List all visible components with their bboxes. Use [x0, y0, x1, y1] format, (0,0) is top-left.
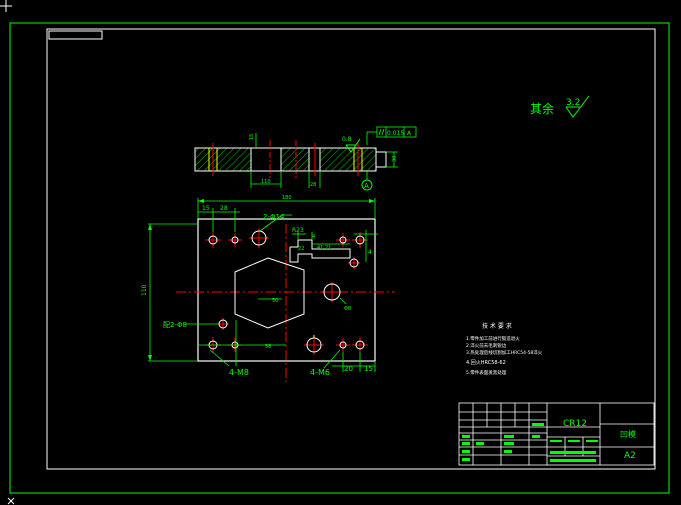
section-dim-h: 30 — [392, 156, 398, 162]
plan-centerlines — [176, 224, 395, 382]
plan-bore-small: Φ8 — [344, 306, 351, 312]
tolerance-value: 0.015 — [387, 130, 404, 137]
section-hatch-left — [194, 147, 252, 172]
section-roughness-value: 0.8 — [342, 136, 352, 143]
tech-note-5: 5.零件表面发黑处理 — [466, 369, 507, 376]
plan-bottom-dim: 58 — [265, 344, 271, 350]
title-part-name: 凹模 — [620, 429, 636, 439]
section-dim-a: 110 — [261, 179, 271, 185]
plan-bore-dim: R23 — [292, 227, 304, 234]
plan-height-dim: 110 — [141, 284, 148, 296]
parallel-symbol-icon — [378, 128, 385, 136]
plan-hole-callout: 2-Φ14 — [263, 213, 285, 221]
section-dim-left: 15 — [249, 134, 255, 140]
section-hatch-mid — [280, 147, 310, 172]
tech-note-4: 4.回火HRC58-62 — [466, 360, 506, 366]
plan-inner-dim: 50 — [272, 298, 278, 304]
plan-pin-callout: 配2-Φ8 — [163, 321, 187, 329]
inner-border — [46, 28, 656, 470]
title-sheet-size: A2 — [624, 451, 636, 461]
plan-top-left-b: 28 — [220, 205, 228, 212]
datum-letter: A — [364, 182, 369, 190]
title-material: CR12 — [563, 419, 587, 429]
ucs-axis-icon — [7, 497, 15, 505]
plan-top-left-a: 15 — [202, 205, 210, 212]
corner-tag-box — [48, 30, 103, 40]
section-roughness-icon — [345, 138, 361, 153]
title-block-labels — [462, 423, 598, 462]
tolerance-datum: A — [407, 130, 412, 137]
section-view: 110 28 30 15 0.8 0.015 A A — [194, 126, 417, 191]
roughness-symbol-icon — [565, 95, 590, 118]
plan-bottom-right-a: 20 — [344, 365, 353, 373]
tech-notes-title: 技 术 要 求 — [482, 322, 512, 330]
section-hatch-right — [319, 147, 377, 172]
section-centerlines — [212, 140, 359, 178]
plan-thread-right: 4-M6 — [310, 368, 330, 377]
hex-cavity — [234, 257, 305, 329]
plan-top-width: 180 — [282, 195, 292, 201]
plan-side-dim: 4 — [368, 249, 372, 256]
plan-bottom-right-b: 15 — [364, 365, 373, 373]
plan-step-c: 22 — [298, 246, 304, 252]
cursor-crosshair-icon — [0, 0, 12, 12]
tech-notes: 技 术 要 求 1.零件加工前进行锻造退火 2.淬火前去毛刺锐边 3.热处理后线… — [466, 322, 543, 376]
datum-circle — [361, 179, 373, 191]
plan-step-b: 41.21 — [317, 245, 331, 251]
tech-note-1: 1.零件加工前进行锻造退火 — [466, 335, 520, 342]
tech-note-3: 3.热处理后线切割加工HRC54-58淬火 — [466, 349, 543, 356]
roughness-value: 3.2 — [566, 98, 580, 108]
tolerance-frame — [376, 126, 417, 138]
plate-outline — [197, 218, 376, 362]
section-step — [375, 151, 387, 168]
plan-thread-left: 4-M8 — [229, 368, 249, 377]
plan-step-a: 4 — [312, 234, 315, 240]
roughness-label: 其余 — [530, 101, 554, 116]
plan-dimensions — [148, 198, 378, 372]
tech-note-2: 2.淬火前去毛刺锐边 — [466, 342, 507, 349]
outer-border — [9, 22, 670, 494]
plan-view: 180 15 28 2-Φ14 110 R23 4 41.21 22 4 50 … — [141, 195, 395, 382]
section-dim-b: 28 — [310, 182, 316, 188]
